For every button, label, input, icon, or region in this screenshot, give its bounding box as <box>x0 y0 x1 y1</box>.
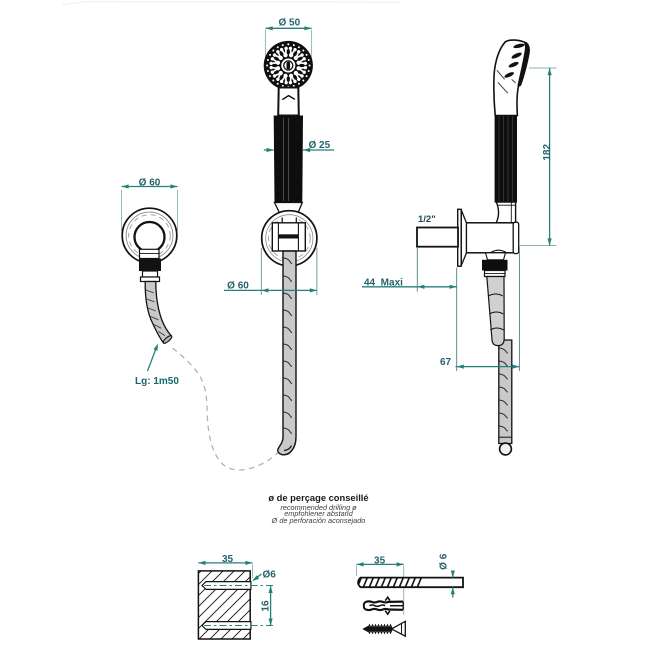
svg-text:Ø de perforación aconsejado: Ø de perforación aconsejado <box>271 516 366 525</box>
svg-text:ø de perçage conseillé: ø de perçage conseillé <box>268 493 368 503</box>
svg-text:empfohlener abstand: empfohlener abstand <box>284 509 353 518</box>
svg-text:Ø 50: Ø 50 <box>278 18 300 29</box>
svg-text:1/2": 1/2" <box>418 214 436 225</box>
svg-text:16: 16 <box>261 600 272 612</box>
svg-text:35: 35 <box>222 554 234 565</box>
svg-text:182: 182 <box>542 144 553 161</box>
svg-text:44 Maxi: 44 Maxi <box>364 278 403 289</box>
svg-text:recommended drilling ø: recommended drilling ø <box>280 503 357 512</box>
svg-text:Ø 25: Ø 25 <box>309 140 331 151</box>
svg-text:Ø 6: Ø 6 <box>438 553 449 570</box>
svg-text:Ø 60: Ø 60 <box>227 280 249 291</box>
svg-text:35: 35 <box>374 556 386 567</box>
svg-text:Ø6: Ø6 <box>263 569 277 580</box>
svg-text:67: 67 <box>440 357 452 368</box>
svg-text:Ø 60: Ø 60 <box>139 178 161 189</box>
svg-text:Lg: 1m50: Lg: 1m50 <box>135 376 179 387</box>
